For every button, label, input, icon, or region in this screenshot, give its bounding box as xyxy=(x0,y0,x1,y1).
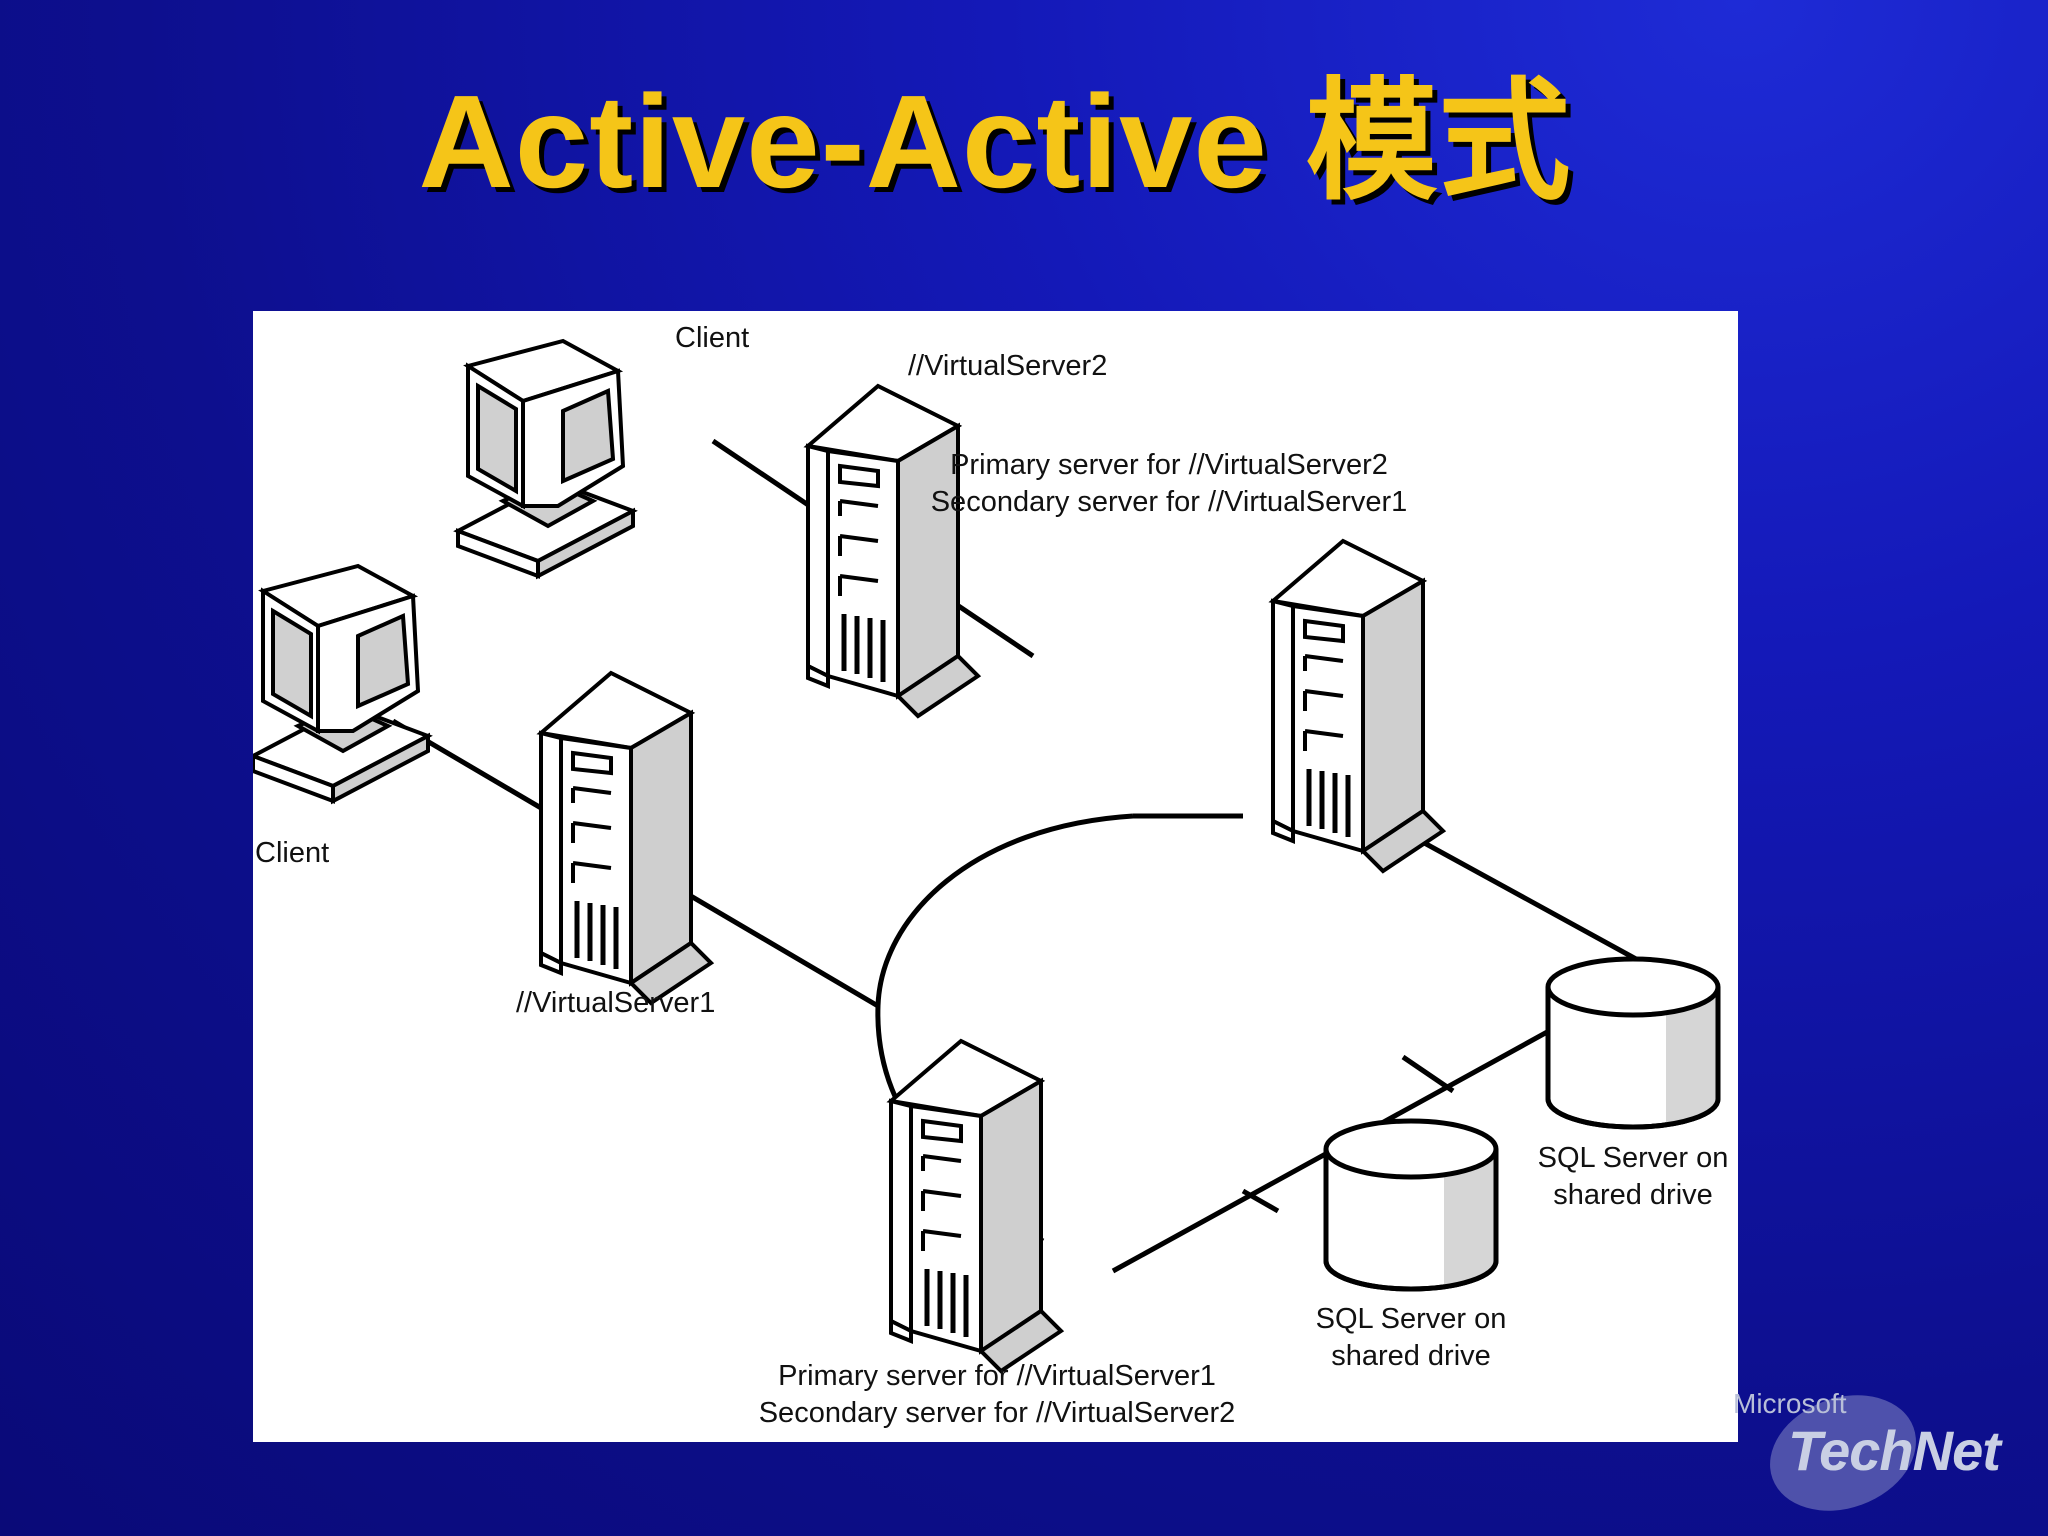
right-server-secondary-label: Secondary server for //VirtualServer1 xyxy=(931,486,1408,518)
virtual-server1-label: //VirtualServer1 xyxy=(516,987,715,1019)
logo-brand: Microsoft xyxy=(1733,1388,1847,1419)
virtual-server2-icon xyxy=(808,386,978,716)
bottom-server-primary-label: Primary server for //VirtualServer1 xyxy=(778,1360,1216,1392)
bottom-server-secondary-label: Secondary server for //VirtualServer2 xyxy=(759,1397,1236,1429)
bottom-node-server-icon xyxy=(891,1041,1061,1371)
shared-drive-right-icon xyxy=(1548,959,1718,1127)
drive-right-label-line1: SQL Server on xyxy=(1538,1142,1729,1174)
client-left-label: Client xyxy=(255,837,329,869)
client-left-icon xyxy=(253,564,430,803)
client-top-label: Client xyxy=(675,322,749,354)
virtual-server1-icon xyxy=(541,673,711,1003)
client-top-icon xyxy=(456,339,635,578)
shared-drive-bottom-icon xyxy=(1326,1121,1496,1289)
technet-logo: Microsoft TechNet xyxy=(1728,1375,2028,1531)
drive-bottom-label-line2: shared drive xyxy=(1331,1340,1491,1372)
right-node-server-icon xyxy=(1273,541,1443,871)
logo-product: TechNet xyxy=(1788,1419,2001,1482)
virtual-server2-label: //VirtualServer2 xyxy=(908,350,1107,382)
drive-bottom-label-line1: SQL Server on xyxy=(1316,1303,1507,1335)
slide-title: Active-Active 模式 xyxy=(418,68,1572,215)
cluster-diagram: Client Client //VirtualServer2 //Virtual… xyxy=(253,311,1738,1442)
drive-right-label-line2: shared drive xyxy=(1553,1179,1713,1211)
right-server-primary-label: Primary server for //VirtualServer2 xyxy=(950,449,1388,481)
